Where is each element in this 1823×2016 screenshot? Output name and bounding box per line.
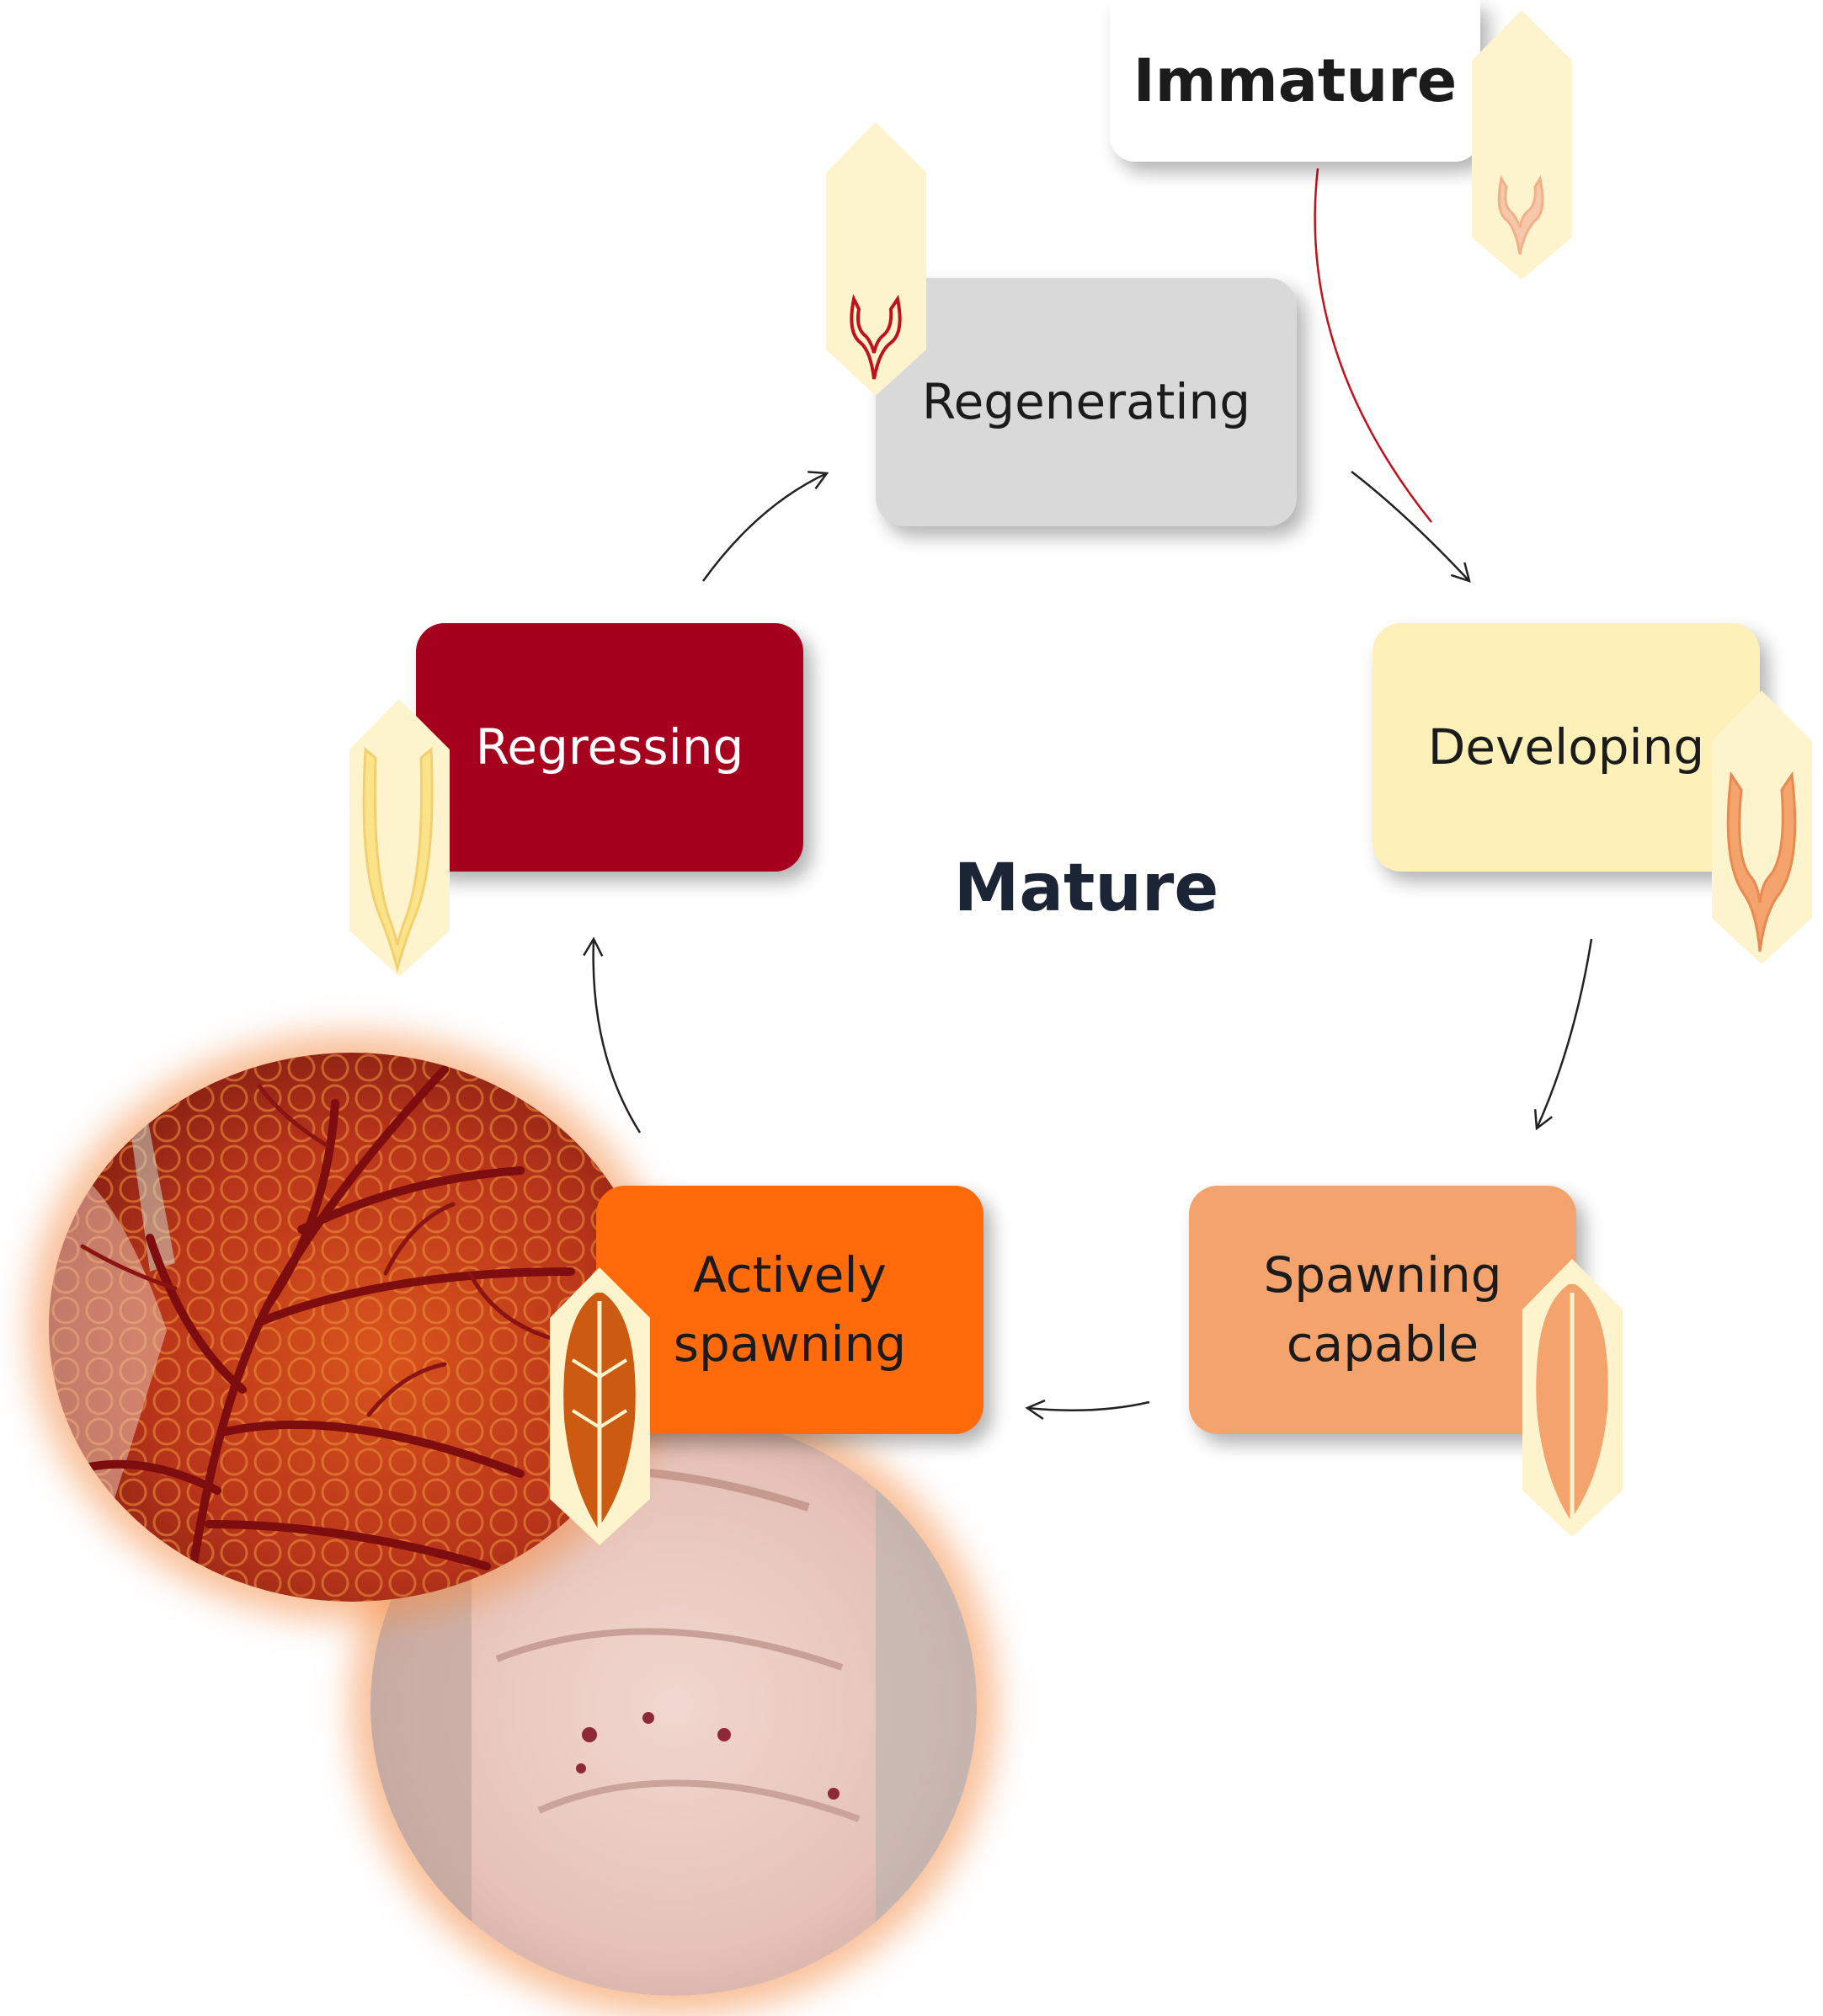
immature-label: Immature [1133,46,1458,115]
arrow-regressing-to-regenerating [701,471,829,582]
regressing-ovary-icon [349,699,450,977]
developing-ovary-icon [1712,691,1812,964]
regressing-label: Regressing [475,717,744,776]
immature-stage-box: Immature [1110,0,1480,162]
arrow-spawning-capable-to-actively-spawning [1025,1399,1150,1420]
regenerating-stage-box: Regenerating [876,278,1297,526]
developing-stage-box: Developing [1373,623,1760,872]
mature-cycle-label: Mature [953,851,1219,926]
arrow-developing-to-spawning-capable [1533,938,1593,1131]
spawning-capable-ovary-icon [1522,1259,1623,1537]
actively-spawning-label: Actively spawning [673,1246,907,1373]
immature-ovary-icon [1472,10,1572,280]
spawning-capable-stage-box: Spawning capable [1189,1186,1576,1434]
regenerating-ovary-icon [826,122,926,396]
arrow-immature-to-developing [1314,168,1432,523]
actively-spawning-stage-box: Actively spawning [596,1186,983,1434]
arrow-regenerating-to-developing [1351,471,1471,583]
regressing-stage-box: Regressing [416,623,803,872]
spawning-capable-label: Spawning capable [1263,1246,1502,1373]
actively-spawning-ovary-icon [550,1267,650,1545]
arrow-actively-spawning-to-regressing [583,936,642,1133]
developing-label: Developing [1427,717,1705,776]
regenerating-label: Regenerating [921,372,1251,430]
